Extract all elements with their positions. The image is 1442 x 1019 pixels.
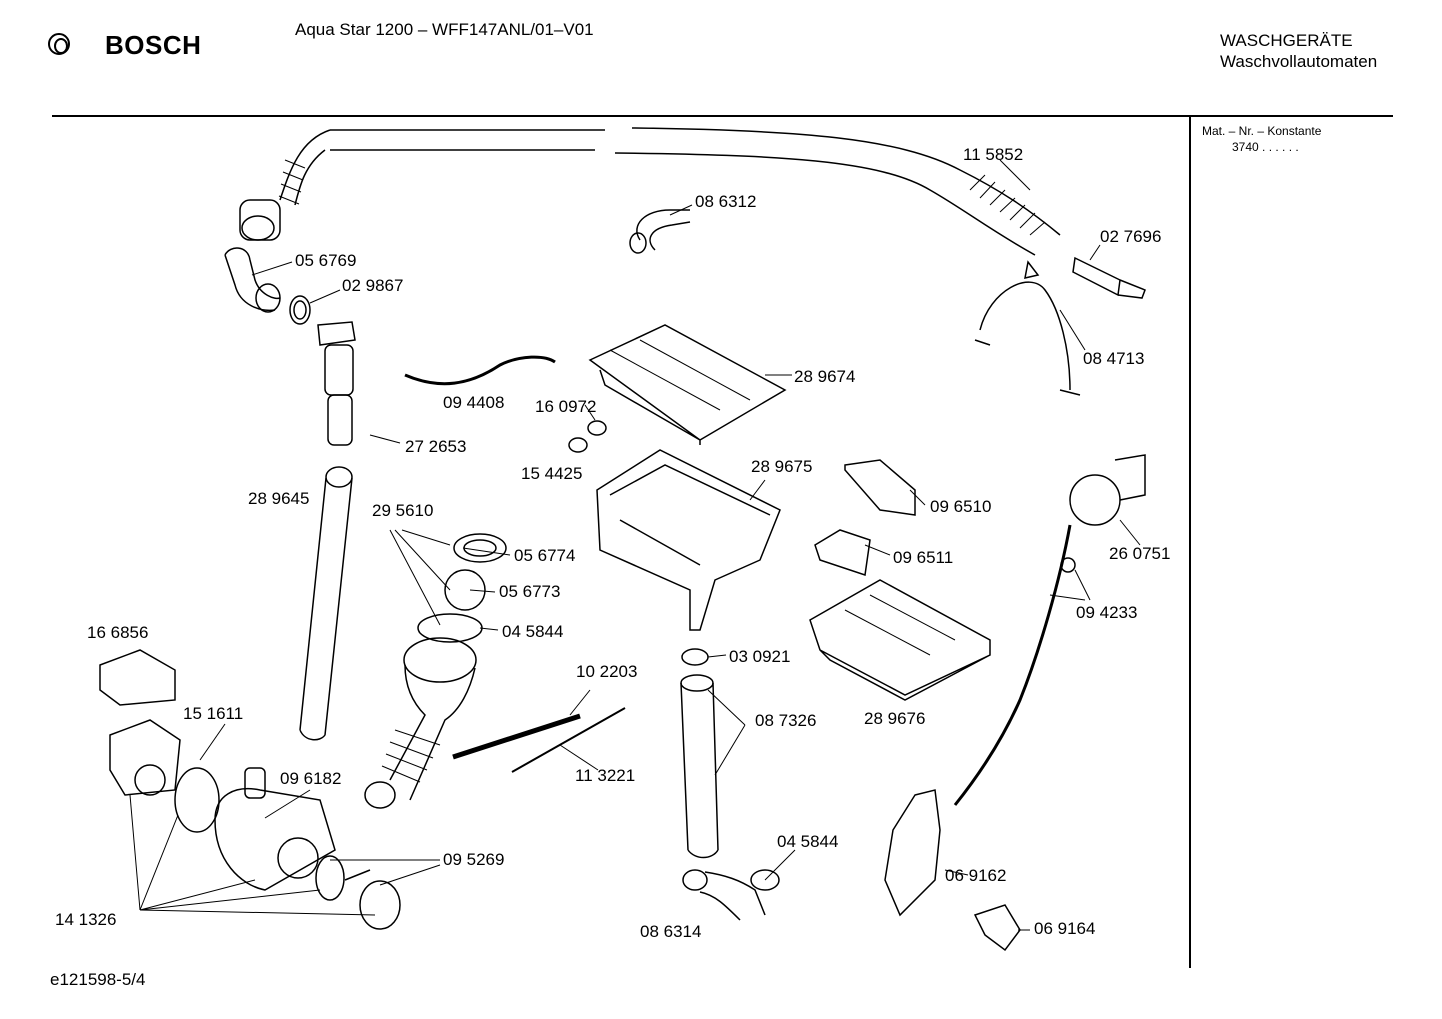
part-label[interactable]: 05 6773 [499, 582, 561, 601]
detergent-part-drawing [844, 459, 916, 516]
drain-cap-drawing [973, 904, 1021, 952]
category-title: WASCHGERÄTE [1220, 31, 1353, 50]
part-label[interactable]: 28 9676 [864, 709, 926, 728]
part-label[interactable]: 26 0751 [1109, 544, 1171, 563]
pump-cover-drawing [99, 649, 176, 706]
standpipe-drawing [680, 648, 719, 859]
drain-bracket-drawing [884, 789, 941, 917]
model-title: Aqua Star 1200 – WFF147ANL/01–V01 [295, 20, 594, 39]
part-label[interactable]: 27 2653 [405, 437, 467, 456]
part-label[interactable]: 10 2203 [576, 662, 638, 681]
dispenser-housing-drawing [596, 449, 781, 631]
seal-ring-drawing [289, 295, 311, 325]
pump-ring-drawing [174, 767, 220, 833]
part-label[interactable]: 09 6511 [893, 548, 954, 567]
drawing-code: e121598-5/4 [50, 970, 146, 989]
bellows-drawing [364, 637, 477, 809]
part-label[interactable]: 06 9164 [1034, 919, 1096, 938]
part-label[interactable]: 09 6510 [930, 497, 992, 516]
dispenser-lid-drawing [588, 324, 787, 445]
small-elbow-drawing [636, 209, 691, 251]
part-label[interactable]: 28 9645 [248, 489, 310, 508]
part-label[interactable]: 04 5844 [502, 622, 564, 641]
part-label[interactable]: 29 5610 [372, 501, 434, 520]
part-label[interactable]: 16 6856 [87, 623, 149, 642]
valve-drawing [317, 321, 356, 446]
bracket-drawing [974, 281, 1081, 396]
rod-drawing [452, 713, 581, 760]
part-label[interactable]: 02 9867 [342, 276, 404, 295]
end-piece-drawing [1072, 256, 1146, 299]
clamp-ring-drawing [417, 613, 483, 643]
bosch-logo-icon [48, 33, 70, 55]
part-label[interactable]: 04 5844 [777, 832, 839, 851]
part-label[interactable]: 11 3221 [575, 766, 636, 785]
pump-motor-drawing [109, 719, 181, 796]
pressure-switch-drawing [1069, 474, 1121, 526]
long-hose-drawing [278, 127, 1061, 256]
elbow-drawing [224, 247, 281, 312]
flap-part-drawing [814, 529, 871, 576]
part-label[interactable]: 05 6774 [514, 546, 576, 565]
material-constant-label: Mat. – Nr. – Konstante [1202, 124, 1322, 138]
seal-cap-drawing [453, 533, 507, 563]
part-label[interactable]: 09 5269 [443, 850, 505, 869]
part-label[interactable]: 08 6314 [640, 922, 702, 941]
dispenser-drawer-drawing [809, 579, 991, 701]
part-label[interactable]: 06 9162 [945, 866, 1007, 885]
part-label[interactable]: 28 9674 [794, 367, 856, 386]
part-label[interactable]: 08 4713 [1083, 349, 1145, 368]
part-label[interactable]: 15 1611 [183, 704, 244, 723]
pump-housing-drawing [214, 788, 336, 891]
tube-clip-drawing [1060, 557, 1076, 573]
part-label[interactable]: 09 6182 [280, 769, 342, 788]
small-tube-drawing [404, 355, 556, 386]
category-subtitle: Waschvollautomaten [1220, 52, 1378, 71]
part-label[interactable]: 16 0972 [535, 397, 597, 416]
part-label[interactable]: 08 6312 [695, 192, 757, 211]
corrugated-hose-drawing [682, 869, 780, 921]
part-label[interactable]: 09 4233 [1076, 603, 1138, 622]
ball-drawing [444, 569, 486, 611]
filter-drawing [359, 880, 401, 930]
part-label[interactable]: 05 6769 [295, 251, 357, 270]
brand-name: BOSCH [105, 30, 202, 60]
pressure-tube-drawing [953, 524, 1072, 806]
material-constant-value: 3740 . . . . . . [1232, 140, 1299, 154]
part-label[interactable]: 11 5852 [963, 145, 1024, 164]
part-label[interactable]: 28 9675 [751, 457, 813, 476]
thin-rod-drawing [511, 707, 626, 773]
part-label[interactable]: 03 0921 [729, 647, 791, 666]
cap-small-drawing [568, 437, 588, 453]
part-label[interactable]: 02 7696 [1100, 227, 1162, 246]
part-label[interactable]: 08 7326 [755, 711, 817, 730]
straight-hose-drawing [299, 466, 353, 741]
part-label[interactable]: 15 4425 [521, 464, 583, 483]
part-label[interactable]: 14 1326 [55, 910, 117, 929]
cap-drawing [587, 420, 607, 436]
pump-seal-drawing [315, 855, 345, 901]
part-label[interactable]: 09 4408 [443, 393, 505, 412]
